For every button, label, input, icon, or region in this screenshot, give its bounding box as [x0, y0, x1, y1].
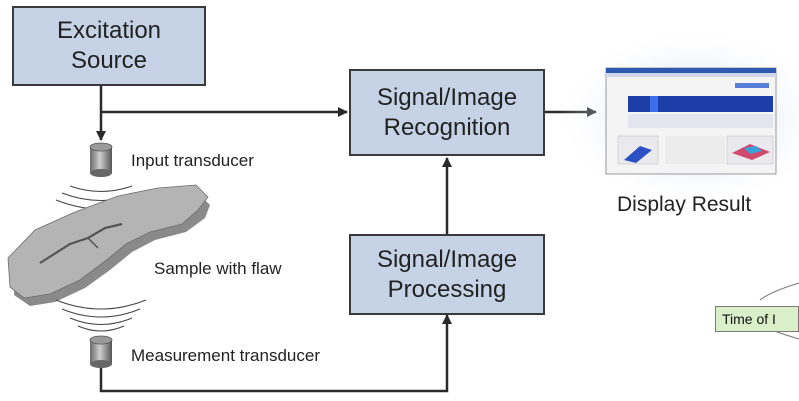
excitation-source-box: Excitation Source [12, 6, 206, 86]
signal-image-recognition-box: Signal/Image Recognition [349, 69, 545, 156]
signal-image-recognition-label: Signal/Image Recognition [376, 83, 518, 141]
signal-image-processing-box: Signal/Image Processing [349, 234, 545, 315]
input-transducer-icon [89, 142, 113, 177]
display-result-label: Display Result [617, 193, 752, 216]
sample-with-flaw-icon [7, 184, 210, 306]
excitation-source-label: Excitation Source [56, 17, 162, 74]
display-result-screenshot [554, 28, 799, 208]
arrow-measurement-to-processing [99, 314, 452, 393]
measurement-transducer-icon [89, 335, 113, 368]
measurement-transducer-label: Measurement transducer [131, 346, 320, 365]
time-of-note: Time of I [715, 306, 799, 332]
sample-with-flaw-label: Sample with flaw [154, 259, 282, 278]
time-of-note-label: Time of I [722, 311, 776, 327]
input-transducer-label: Input transducer [131, 151, 254, 170]
signal-image-processing-label: Signal/Image Processing [376, 245, 518, 303]
measurement-wave-icon [55, 299, 147, 332]
